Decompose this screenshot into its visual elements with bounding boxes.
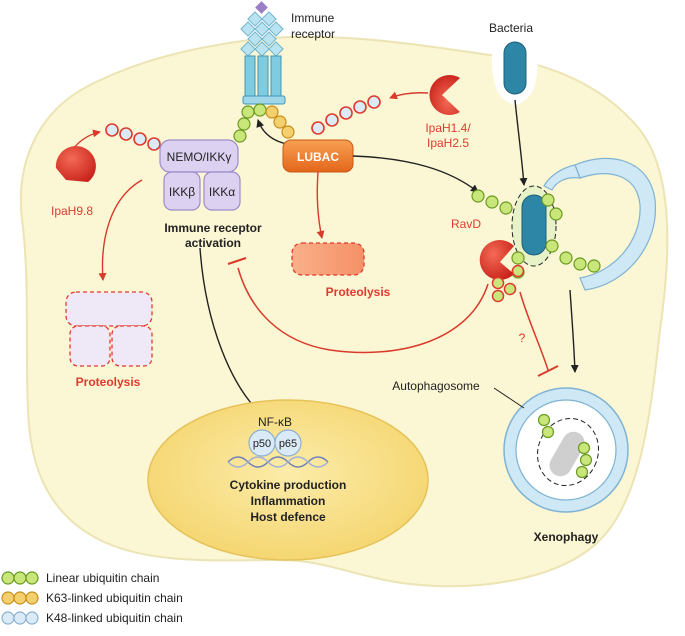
receptor-base [242,95,286,105]
arrow-ikk-to-proteolysis [98,179,143,281]
label-ipah14-2: IpaH2.5 [427,136,469,150]
legend-k48-swatch [1,611,39,625]
label-activation-1: Immune receptor [164,221,262,235]
label-immune-receptor-1: Immune [291,11,335,25]
label-nemo: NEMO/IKKγ [167,150,232,164]
autophagosome-linear-chains [537,413,593,479]
cleaved-ubiquitin [491,264,525,303]
label-outcome-3: Host defence [250,510,326,524]
label-ravd: RavD [451,217,481,231]
ikk-complex [159,139,241,211]
degraded-lubac [291,242,365,276]
ipah98-effector [55,146,96,182]
legend-k63-swatch [1,591,39,605]
label-immune-receptor-2: receptor [291,27,335,41]
label-activation-2: activation [185,236,241,250]
bacteria-cell [503,41,527,95]
label-ikk-alpha: IKKα [209,185,235,199]
inhibition-bar-activation [227,257,247,265]
label-question: ? [519,331,526,345]
linear-chains-bacteria [471,189,601,279]
ravd-effector [479,240,514,280]
nemo-box [159,139,239,173]
label-xenophagy: Xenophagy [534,530,599,544]
receptor-stalks [244,55,282,101]
autophagosome-pointer [493,387,525,409]
ikk-beta-box [163,171,201,211]
legend-label-k63: K63-linked ubiquitin chain [46,591,183,605]
label-ipah98: IpaH9.8 [51,204,93,218]
phagophore-tail [543,164,581,191]
arrow-ipah14-to-chain [389,91,429,100]
arrow-lubac-to-bacteria [352,155,479,193]
label-p50: p50 [253,438,271,450]
legend-linear-swatch [1,571,39,585]
engulfed-bacteria [549,431,585,477]
autophagosome-coat [537,417,599,487]
ipah14-effector [429,75,460,115]
k48-chain-nemo [105,123,161,151]
dna-helix [227,456,329,468]
legend-label-k48: K48-linked ubiquitin chain [46,611,183,625]
label-p65: p65 [279,438,297,450]
coated-bacteria [521,194,547,256]
label-outcome-2: Inflammation [251,494,326,508]
inhibition-bar-xenophagy [537,365,559,377]
label-bacteria: Bacteria [489,21,533,35]
label-ikk-beta: IKKβ [169,185,195,199]
receptor-ubiquitin-chains [233,103,295,143]
nucleus [147,399,429,561]
immune-receptor [240,1,286,105]
label-nfkb: NF-κB [258,415,292,429]
p65-subunit [274,429,302,457]
ikk-alpha-box [203,171,241,211]
phagophore-membrane [574,157,657,291]
legend-label-linear: Linear ubiquitin chain [46,571,159,585]
receptor-diamond-head [240,1,284,57]
arrow-lubac-to-proteolysis [316,171,325,239]
arrow-to-autophagosome [569,289,579,373]
label-outcome-1: Cytokine production [230,478,347,492]
ravd-inhibits-activation [237,267,489,354]
label-proteolysis-left: Proteolysis [76,375,141,389]
ravd-inhibits-xenophagy [519,291,549,371]
arrow-bacteria-down [514,99,528,186]
label-lubac: LUBAC [297,150,339,164]
degraded-ikk [65,291,153,367]
label-ipah14-1: IpaH1.4/ [425,121,471,135]
label-proteolysis-center: Proteolysis [326,285,391,299]
label-autophagosome: Autophagosome [392,379,480,393]
k48-chain-lubac [311,95,381,135]
